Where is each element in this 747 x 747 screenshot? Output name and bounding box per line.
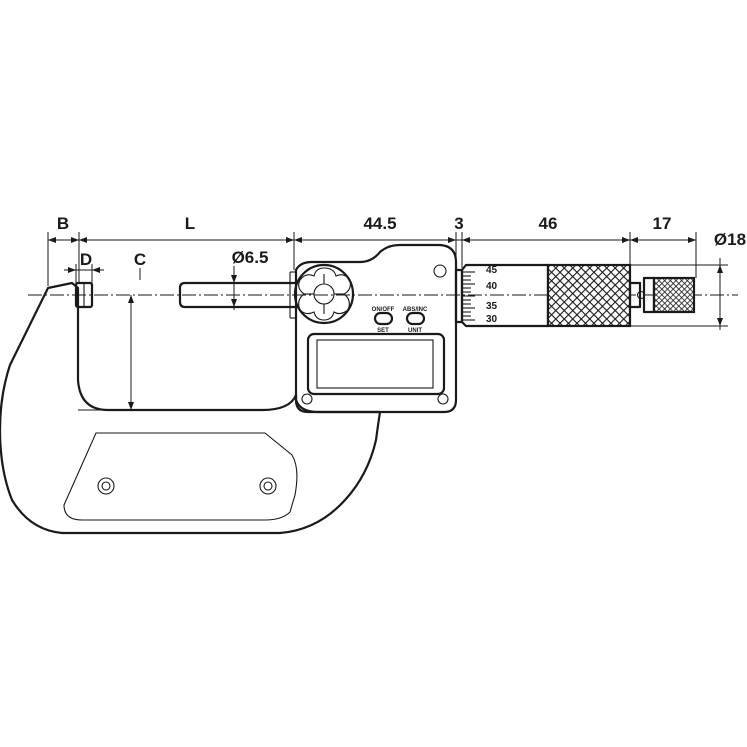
frame-screw-right [259, 477, 277, 495]
scale-mark-35: 35 [486, 301, 498, 312]
dim-label-body-width: 44.5 [363, 214, 396, 233]
body-screw-top [433, 264, 447, 278]
on-off-button[interactable]: ON/OFF SET [372, 307, 395, 334]
dim-label-ratchet-length: 17 [653, 214, 672, 233]
thimble: 45 40 35 30 [460, 263, 550, 328]
dim-label-spindle-diameter: Ø6.5 [232, 248, 269, 267]
ratchet [628, 276, 696, 314]
digital-body: ON/OFF SET ABS/INC UNIT [289, 243, 458, 414]
scale-mark-30: 30 [486, 314, 498, 325]
abs-inc-button[interactable]: ABS/INC UNIT [403, 307, 428, 334]
set-label: SET [377, 328, 389, 334]
unit-label: UNIT [408, 328, 422, 334]
body-screw-right [437, 393, 449, 405]
dimension-row-top [47, 232, 697, 286]
frame [0, 281, 382, 535]
spindle [178, 281, 296, 309]
dim-label-d: D [80, 250, 92, 269]
frame-screw-left [97, 477, 115, 495]
body-screw-left [301, 393, 313, 405]
thimble-graduations [463, 271, 475, 321]
dimension-c [78, 268, 141, 411]
scale-mark-40: 40 [486, 281, 498, 292]
on-off-label: ON/OFF [372, 307, 395, 313]
dim-label-b: B [57, 214, 69, 233]
thimble-knurl [546, 263, 632, 328]
dim-label-l: L [185, 214, 195, 233]
anvil [74, 281, 94, 309]
dim-label-gap: 3 [454, 214, 463, 233]
lcd-display [306, 332, 446, 396]
dimension-spindle-diameter [231, 266, 237, 310]
dim-label-thimble-length: 46 [539, 214, 558, 233]
abs-inc-label: ABS/INC [403, 307, 428, 313]
dim-label-thimble-diameter: Ø18 [714, 230, 746, 249]
dim-label-c: C [134, 250, 146, 269]
lock-knob-icon[interactable] [293, 263, 355, 325]
scale-mark-45: 45 [486, 265, 498, 276]
dimension-thimble-diameter [630, 258, 728, 330]
dimension-d [64, 264, 104, 283]
